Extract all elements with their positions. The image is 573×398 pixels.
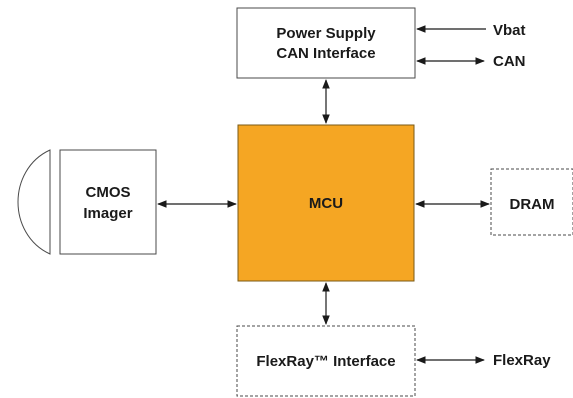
can-label: CAN <box>493 53 526 70</box>
power-supply-block: Power Supply CAN Interface <box>236 7 416 79</box>
cmos-imager-block: CMOS Imager <box>17 149 157 255</box>
can-interface-label: CAN Interface <box>276 45 375 62</box>
cmos-label: CMOS <box>86 184 131 201</box>
flexray-interface-label: FlexRay™ Interface <box>256 353 395 370</box>
dram-label: DRAM <box>510 196 555 213</box>
flexray-label: FlexRay <box>493 352 551 369</box>
vbat-label: Vbat <box>493 22 526 39</box>
imager-label: Imager <box>83 205 132 222</box>
mcu-block: MCU <box>237 124 415 282</box>
dram-block: DRAM <box>490 168 573 236</box>
lens-icon <box>17 149 51 255</box>
power-supply-label: Power Supply <box>276 25 376 42</box>
flexray-interface-block: FlexRay™ Interface <box>236 325 416 397</box>
mcu-label: MCU <box>309 195 343 212</box>
